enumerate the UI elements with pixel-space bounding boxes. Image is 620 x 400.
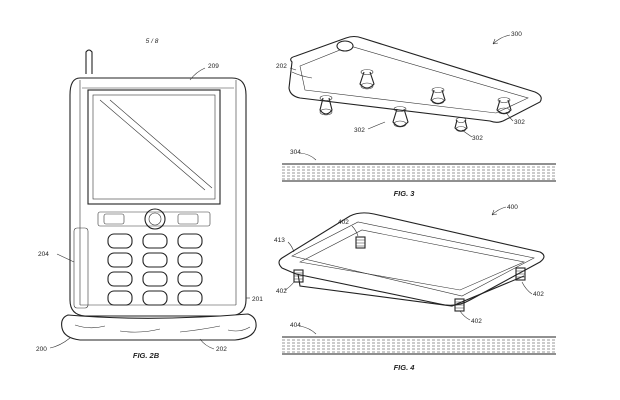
leader-200 (49, 337, 71, 349)
leader-302-a (367, 121, 386, 130)
fig-4-drawing: 400 402 413 402 402 402 404 FIG. 4 (274, 204, 556, 372)
tray-end-cap (336, 40, 354, 52)
keypad-key (107, 271, 133, 287)
nav-key-right (177, 213, 199, 225)
leader-413 (287, 241, 295, 253)
sheet-number: 5 / 8 (146, 38, 159, 45)
leader-402-right (521, 281, 533, 295)
surface-fig4 (282, 336, 556, 355)
nav-trackball-inner (148, 212, 162, 226)
label-202-fig3: 202 (276, 63, 287, 70)
keypad-key (107, 233, 133, 249)
screen-glare (99, 99, 213, 191)
label-400: 400 (507, 204, 518, 211)
label-402-bottom: 402 (471, 318, 482, 325)
leader-402-left (284, 281, 295, 291)
label-302-c: 302 (514, 119, 525, 126)
surface-fig3 (282, 163, 556, 182)
base-cushion-texture (74, 324, 251, 333)
foot (392, 106, 409, 128)
device-screen-inner (92, 94, 216, 200)
foot (454, 117, 468, 132)
label-402-top: 402 (338, 219, 349, 226)
fig-2b-drawing: 209 204 201 200 202 FIG. 2B (36, 49, 263, 360)
device-screen (87, 89, 221, 205)
label-402-right: 402 (533, 291, 544, 298)
label-202-fig2b: 202 (216, 346, 227, 353)
foot (430, 87, 446, 105)
fig-2b-caption: FIG. 2B (133, 351, 160, 360)
label-209: 209 (208, 63, 219, 70)
fig-3-caption: FIG. 3 (394, 189, 416, 198)
foot (454, 298, 465, 312)
leader-209 (189, 67, 206, 81)
label-413: 413 (274, 237, 285, 244)
keypad-key (177, 252, 203, 268)
fig-3-drawing: 300 202 302 302 302 304 FIG. 3 (276, 31, 556, 198)
antenna (85, 49, 93, 74)
leader-202-fig3 (289, 67, 297, 71)
tray-feet-fig4 (293, 236, 526, 312)
foot (355, 236, 366, 249)
keypad-key (142, 233, 168, 249)
tray-inner-edge-fig4 (299, 229, 525, 291)
leader-302-c (505, 111, 514, 122)
leader-204 (56, 253, 75, 263)
nav-trackball-outer (144, 208, 166, 230)
keypad-key (177, 233, 203, 249)
label-404: 404 (290, 322, 301, 329)
tray-top-edge-fig4 (291, 221, 535, 297)
foot (319, 95, 333, 116)
tray-body-fig4 (278, 212, 545, 306)
side-strip (73, 227, 89, 309)
leader-302-b (461, 129, 473, 138)
label-201: 201 (252, 296, 263, 303)
tray-body (288, 35, 542, 123)
label-402-left: 402 (276, 288, 287, 295)
nav-row (97, 211, 211, 227)
keypad-key (142, 271, 168, 287)
leader-402-top (351, 225, 359, 237)
keypad-key (142, 290, 168, 306)
foot (515, 267, 526, 281)
foot (359, 69, 375, 90)
keypad-key (107, 252, 133, 268)
tray-feet (319, 69, 512, 132)
keypad (107, 233, 203, 306)
leader-202 (199, 338, 215, 350)
leader-304 (299, 152, 317, 161)
base-cushion (61, 313, 257, 341)
keypad-key (142, 252, 168, 268)
foot (293, 269, 304, 283)
tray-rim-line (291, 71, 313, 79)
tray-bottom-rail (297, 273, 525, 307)
keypad-key (107, 290, 133, 306)
leader-402-bottom (459, 310, 471, 321)
label-200: 200 (36, 346, 47, 353)
leader-404 (299, 325, 317, 335)
label-204: 204 (38, 251, 49, 258)
ref-arrow-400 (491, 206, 507, 216)
label-304: 304 (290, 149, 301, 156)
foot (496, 97, 512, 115)
label-300: 300 (511, 31, 522, 38)
label-302-a: 302 (354, 127, 365, 134)
fig-4-caption: FIG. 4 (394, 363, 416, 372)
ref-arrow-300 (492, 34, 511, 45)
keypad-key (177, 271, 203, 287)
keypad-key (177, 290, 203, 306)
nav-key-left (103, 213, 125, 225)
label-302-b: 302 (472, 135, 483, 142)
